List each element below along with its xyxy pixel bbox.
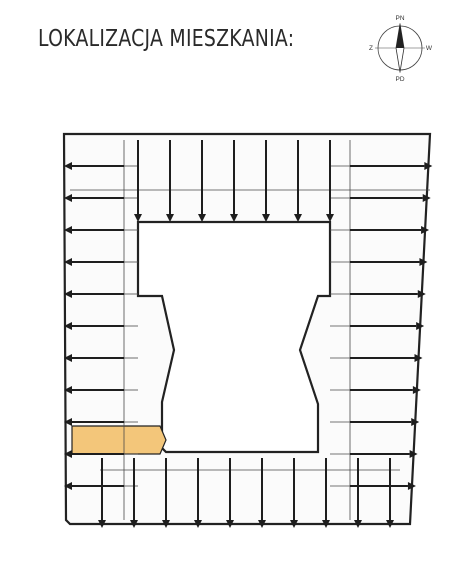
compass-south-label: PD [395, 76, 404, 83]
north-court-arrow [166, 214, 174, 222]
north-court-arrow [230, 214, 238, 222]
west-facade-arrow [64, 450, 72, 458]
south-facade-arrow [322, 520, 330, 528]
east-facade-arrow [424, 162, 433, 170]
west-facade-arrow [64, 418, 72, 426]
west-facade-arrow [64, 482, 72, 490]
east-facade-arrow [417, 290, 426, 298]
west-facade-arrow [64, 354, 72, 362]
south-facade-arrow [258, 520, 266, 528]
south-facade-arrow [98, 520, 106, 528]
south-facade-arrow [354, 520, 362, 528]
compass-north-label: PN [395, 15, 404, 22]
east-facade-arrow [407, 482, 416, 490]
south-facade-arrow [162, 520, 170, 528]
structural-walls [70, 140, 425, 520]
south-facade-arrow [290, 520, 298, 528]
south-facade-arrow [130, 520, 138, 528]
west-facade-arrow [64, 162, 72, 170]
west-facade-arrow [64, 322, 72, 330]
south-facade-arrow [226, 520, 234, 528]
compass-east-label: W [426, 45, 433, 52]
east-facade-arrow [409, 450, 418, 458]
north-court-arrow [326, 214, 334, 222]
west-facade-arrow [64, 194, 72, 202]
highlighted-apartment [71, 425, 167, 455]
east-facade-arrow [416, 322, 425, 330]
west-facade-arrow [64, 386, 72, 394]
compass-west-label: Z [369, 45, 373, 52]
interior-walls [70, 140, 430, 520]
page-title: LOKALIZACJA MIESZKANIA: [38, 26, 295, 52]
north-court-arrow [198, 214, 206, 222]
floor-plan [62, 132, 433, 528]
east-facade-arrow [419, 258, 428, 266]
east-facade-arrow [414, 354, 423, 362]
west-facade-arrow [64, 226, 72, 234]
east-facade-arrow [411, 418, 420, 426]
west-facade-arrow [64, 258, 72, 266]
east-facade-arrow [421, 226, 430, 234]
east-facade-arrow [422, 194, 431, 202]
east-facade-arrow [412, 386, 421, 394]
north-court-arrow [134, 214, 142, 222]
compass-rose-icon: PN PD Z W [369, 15, 433, 83]
south-facade-arrow [386, 520, 394, 528]
west-facade-arrow [64, 290, 72, 298]
north-court-arrow [294, 214, 302, 222]
courtyard [136, 220, 332, 454]
north-court-arrow [262, 214, 270, 222]
facade-arrows [64, 162, 433, 528]
south-facade-arrow [194, 520, 202, 528]
